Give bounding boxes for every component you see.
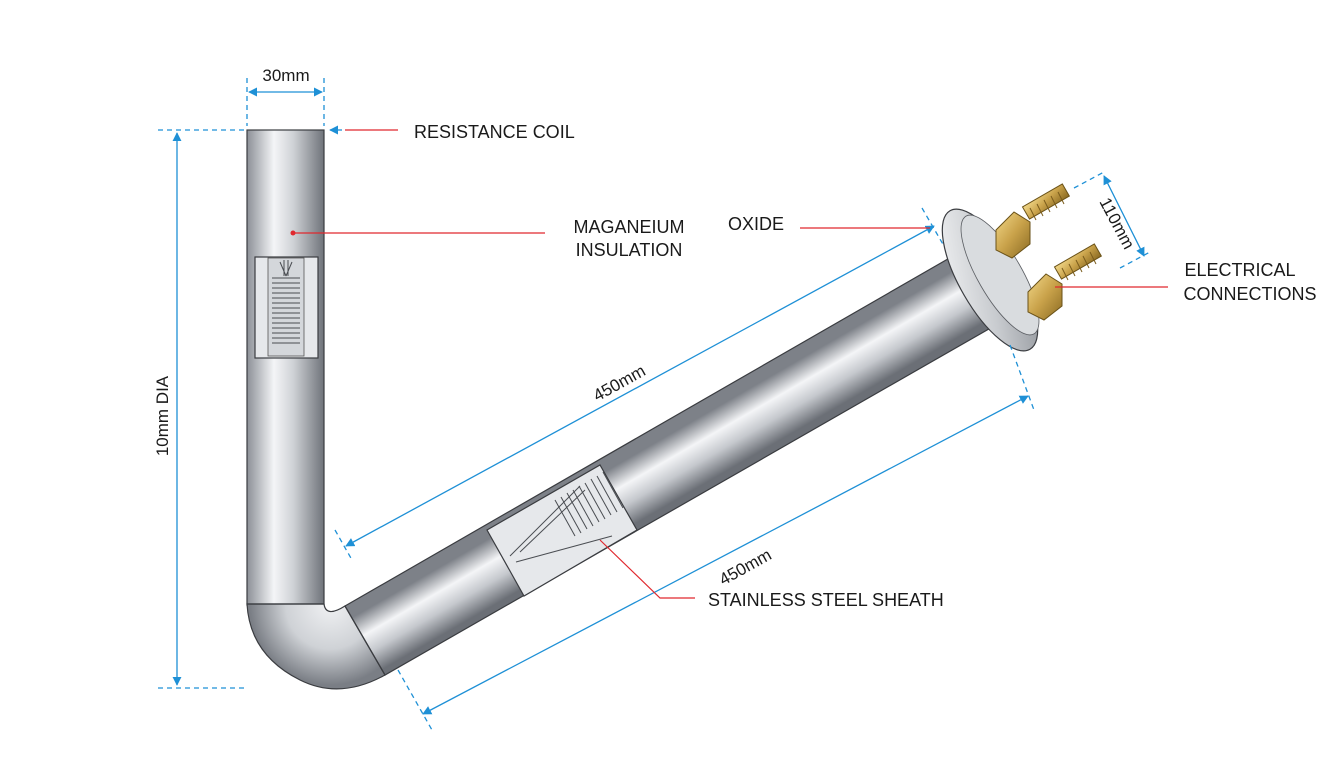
label-electrical-line2: CONNECTIONS: [1183, 284, 1316, 304]
mounting-flange: [941, 208, 1040, 352]
terminal-upper: [995, 183, 1071, 259]
upper-length-label: 450mm: [590, 361, 649, 405]
width-dimension-label: 30mm: [262, 66, 309, 85]
label-magnesium-line1: MAGANEIUM: [573, 217, 684, 237]
dimension-lines: [158, 78, 1151, 731]
label-magnesium-line2: INSULATION: [576, 240, 683, 260]
terminal-lower: [1027, 243, 1103, 321]
flange-dimension-arrow: [1103, 175, 1145, 257]
magnesium-point: [290, 230, 296, 236]
leader-sheath: [599, 539, 695, 599]
heater-tube: [246, 129, 1103, 690]
flange-dimension-label: 110mm: [1095, 194, 1138, 252]
lower-length-label: 450mm: [716, 545, 775, 589]
lower-length-arrow: [422, 395, 1029, 715]
diagonal-leg: [344, 251, 1002, 676]
coil-cutaway-vertical: [254, 256, 319, 359]
label-sheath: STAINLESS STEEL SHEATH: [708, 590, 944, 610]
vertical-leg: [246, 129, 325, 606]
height-dimension-label: 10mm DIA: [153, 375, 172, 456]
label-resistance-coil: RESISTANCE COIL: [414, 122, 575, 142]
elbow-bend: [246, 603, 386, 690]
text-labels: 30mm 10mm DIA 450mm 450mm 110mm RESISTAN…: [153, 66, 1317, 610]
label-oxide: OXIDE: [728, 214, 784, 234]
leader-lines: [293, 129, 1168, 599]
label-electrical-line1: ELECTRICAL: [1184, 260, 1295, 280]
